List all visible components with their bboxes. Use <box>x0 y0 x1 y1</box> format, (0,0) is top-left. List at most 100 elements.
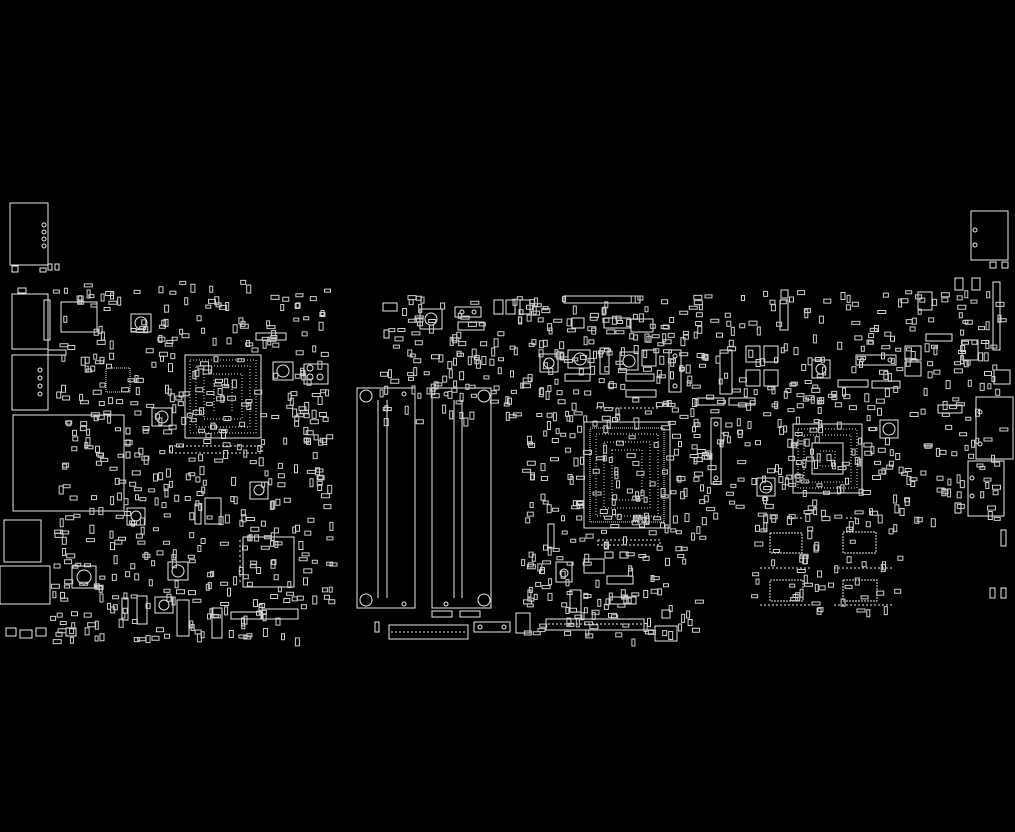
smd-pad <box>173 550 176 558</box>
smd-pad <box>281 305 284 311</box>
smd-pad <box>616 361 623 364</box>
smd-pad <box>152 636 159 640</box>
smd-pad <box>273 343 279 347</box>
smd-pad <box>813 385 818 388</box>
smd-pad <box>814 508 817 515</box>
smd-pad <box>905 498 910 502</box>
smd-pad <box>542 309 550 313</box>
smd-pad <box>604 408 612 411</box>
smd-pad <box>398 329 405 332</box>
smd-pad <box>130 521 137 524</box>
smd-pad <box>694 301 702 305</box>
smd-pad <box>211 614 218 617</box>
smd-pad <box>56 632 62 636</box>
smd-pad <box>665 525 668 533</box>
smd-pad <box>111 543 115 550</box>
smd-pad <box>835 515 842 518</box>
smd-pad <box>140 518 144 525</box>
smd-pad <box>553 508 559 511</box>
smd-pad <box>448 362 452 369</box>
smd-pad <box>805 310 808 318</box>
smd-pad <box>695 472 703 476</box>
connector-right-middle <box>955 282 1013 598</box>
smd-pad <box>567 592 572 595</box>
smd-pad <box>51 616 56 620</box>
smd-pad <box>197 316 201 321</box>
smd-pad <box>135 574 139 580</box>
smd-pad <box>250 461 256 464</box>
smd-pad <box>745 443 750 446</box>
smd-pad <box>67 554 75 558</box>
smd-pad <box>142 456 149 460</box>
smd-pad <box>145 552 148 559</box>
connector-left-lower <box>12 350 66 410</box>
smd-pad <box>967 360 970 365</box>
smd-pad <box>274 575 278 580</box>
smd-pad <box>585 622 593 625</box>
smd-pad <box>499 358 504 361</box>
smd-pad <box>661 523 665 528</box>
smd-pad <box>643 367 651 371</box>
connector-top-left <box>10 203 59 272</box>
smd-pad <box>680 311 688 314</box>
smd-pad <box>852 302 858 306</box>
smd-pad <box>807 457 814 461</box>
smd-pad <box>247 285 251 293</box>
smd-pad <box>663 325 669 329</box>
smd-pad <box>598 351 603 354</box>
smd-pad <box>841 485 844 493</box>
smd-pad <box>726 423 732 427</box>
smd-pad <box>57 613 62 617</box>
smd-pad <box>61 592 65 598</box>
smd-pad <box>211 425 217 429</box>
smd-pad <box>527 565 535 569</box>
smd-pad <box>510 346 515 349</box>
smd-pad <box>802 365 806 371</box>
smd-pad <box>305 531 311 535</box>
smd-pad <box>680 367 685 370</box>
smd-pad <box>131 329 136 332</box>
smd-pad <box>586 630 589 636</box>
smd-pad <box>883 293 888 297</box>
smd-pad <box>213 338 216 345</box>
smd-pad <box>252 348 258 352</box>
smd-pad <box>70 629 74 634</box>
smd-pad <box>119 537 126 540</box>
smd-pad <box>676 547 682 551</box>
smd-pad <box>829 583 834 587</box>
smd-pad <box>268 337 276 341</box>
smd-pad <box>99 508 103 515</box>
smd-pad <box>736 505 744 508</box>
smd-pad <box>960 433 967 436</box>
smd-pad <box>645 518 649 524</box>
smd-pad <box>979 353 983 361</box>
smd-pad <box>796 417 799 424</box>
smd-pad <box>862 562 866 567</box>
smd-pad <box>197 634 201 642</box>
smd-pad <box>65 580 73 584</box>
smd-pad <box>971 300 977 303</box>
smd-pad <box>773 550 779 553</box>
smd-pad <box>553 548 559 551</box>
smd-pad <box>855 511 863 514</box>
smd-pad <box>296 303 300 308</box>
smd-pad <box>571 539 576 542</box>
smd-pad <box>110 353 114 359</box>
smd-pad <box>876 399 884 403</box>
smd-pad <box>453 335 457 343</box>
smd-pad <box>263 629 267 637</box>
smd-pad <box>101 458 108 461</box>
smd-pad <box>697 450 705 454</box>
smd-pad <box>567 618 571 625</box>
smd-pad <box>189 591 196 595</box>
smd-pad <box>756 579 759 584</box>
smd-pad <box>994 517 1000 520</box>
smd-pad <box>532 340 536 345</box>
smd-pad <box>190 621 193 628</box>
smd-pad <box>409 300 413 305</box>
smd-pad <box>302 553 309 556</box>
smd-pad <box>157 551 163 555</box>
smd-pad <box>731 327 734 335</box>
